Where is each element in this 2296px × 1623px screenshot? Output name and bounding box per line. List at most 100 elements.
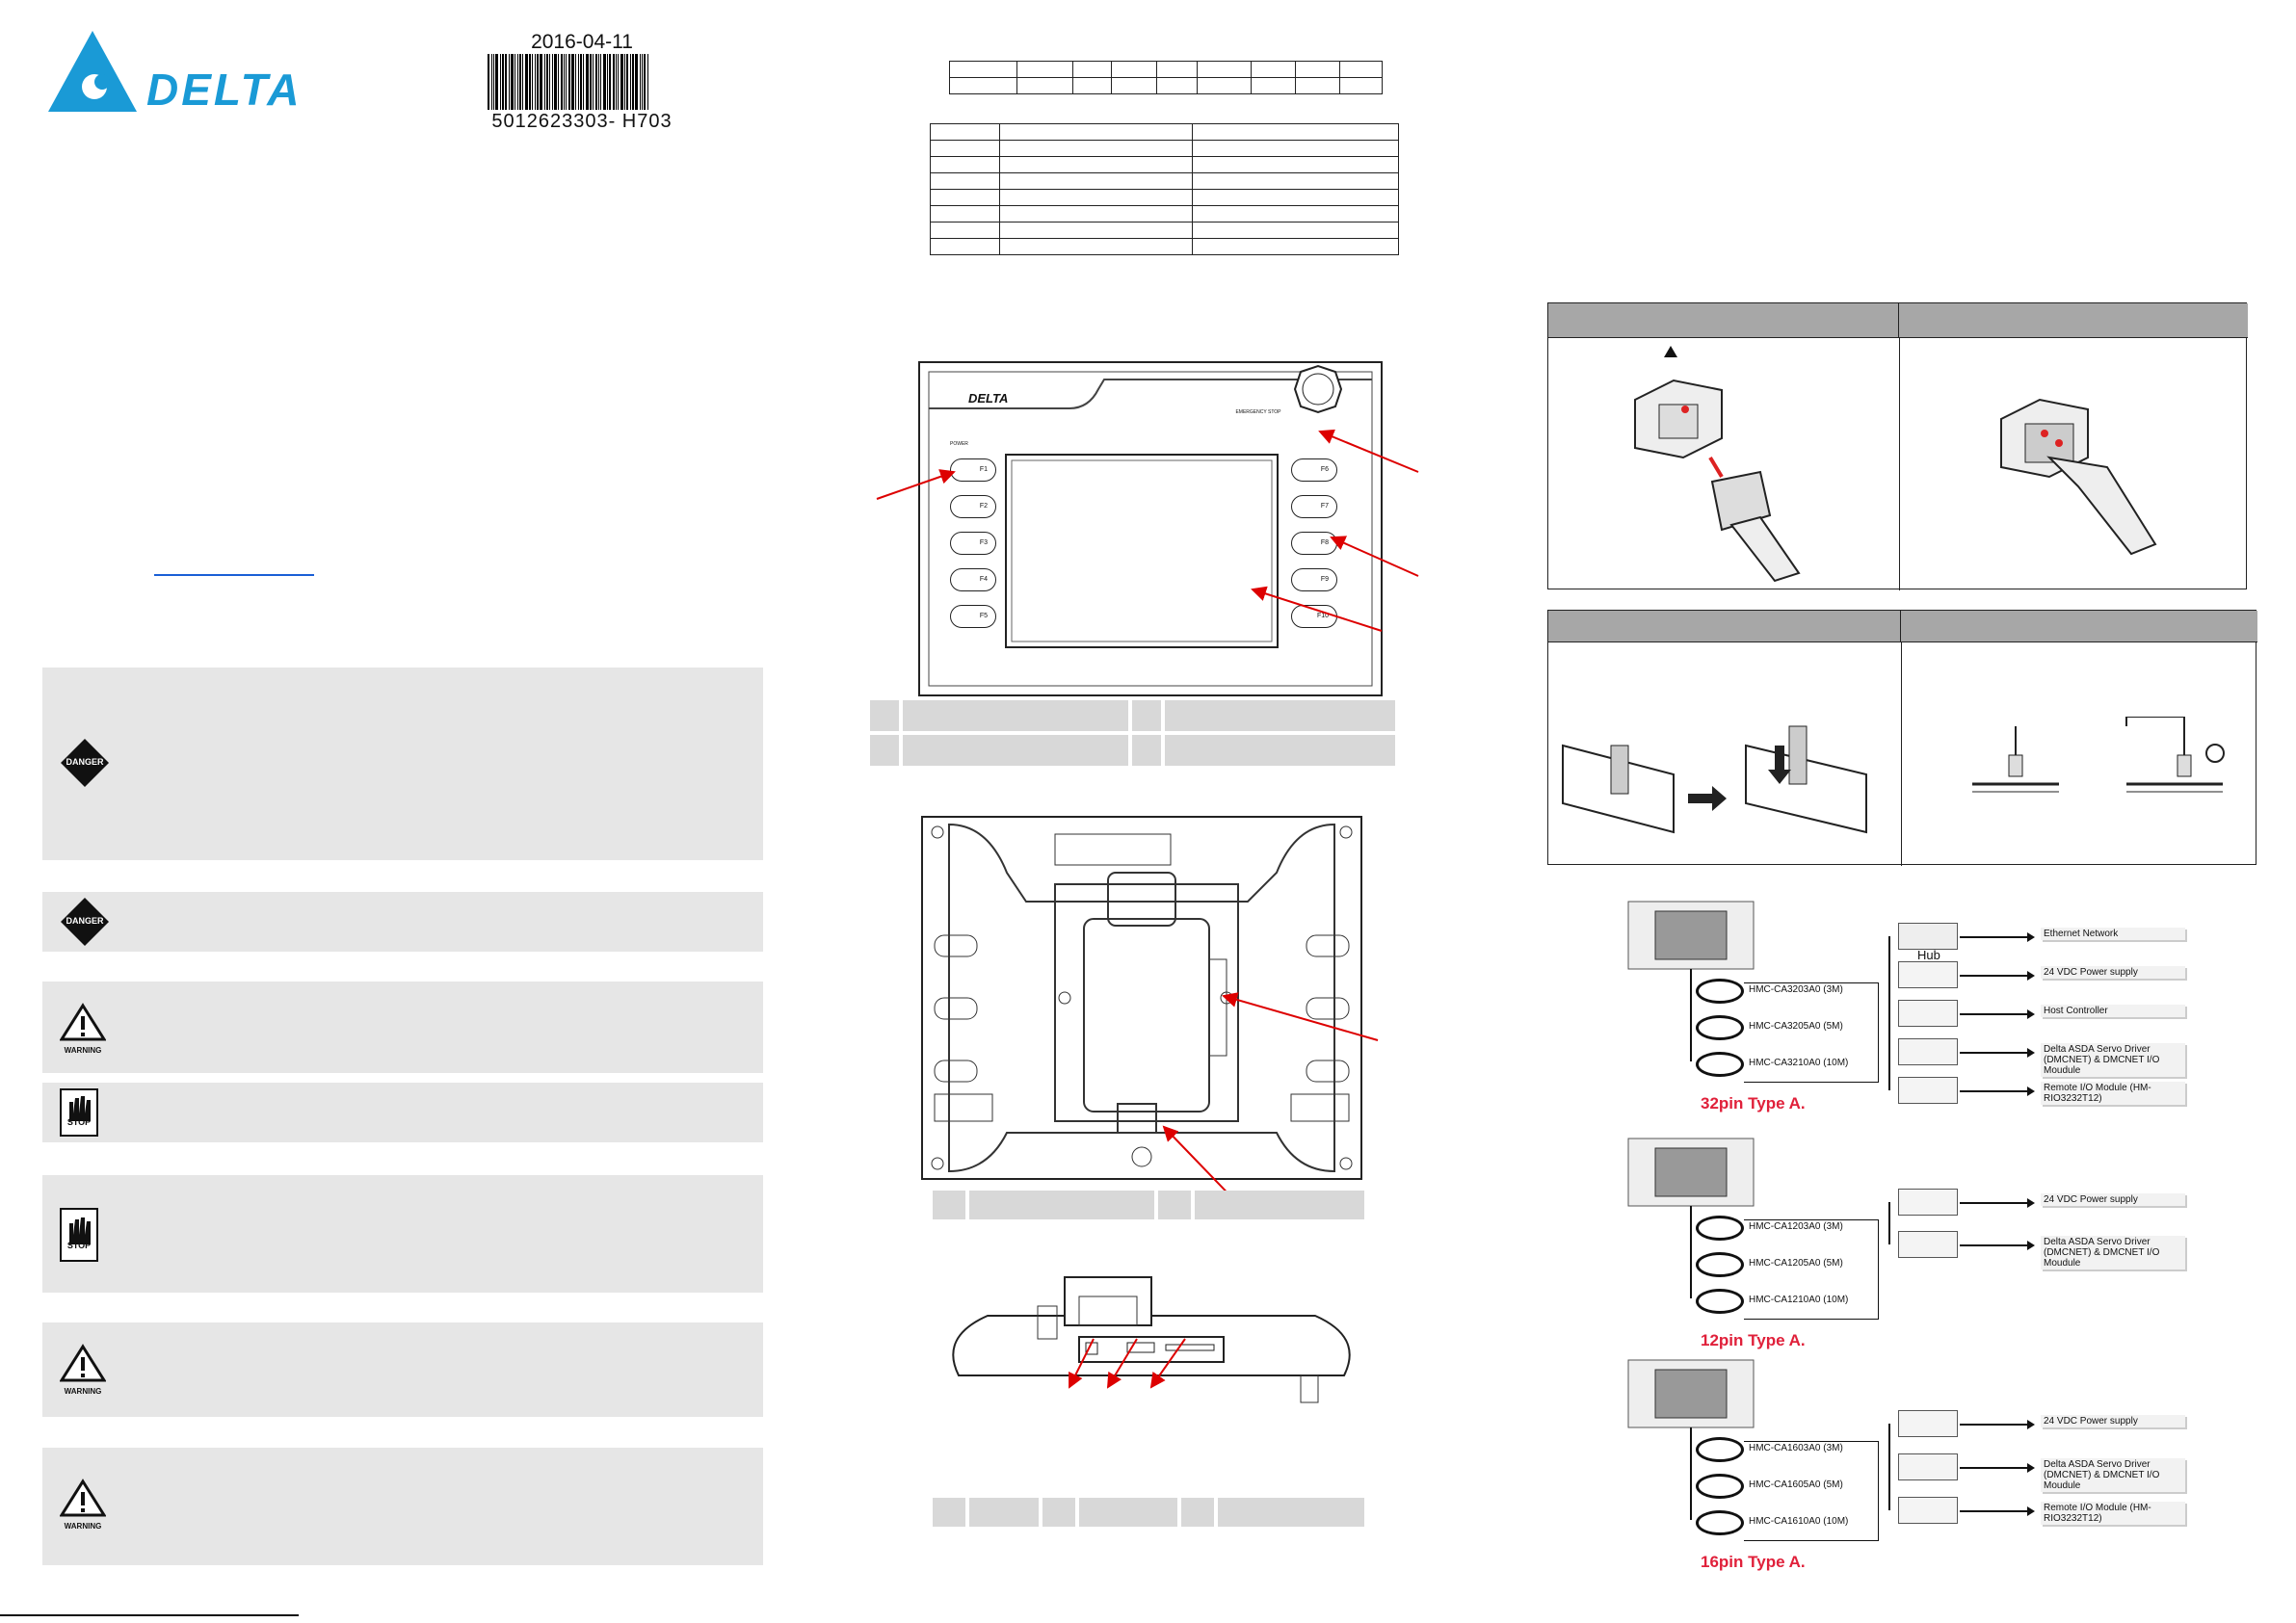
danger-icon: DANGER	[60, 897, 110, 952]
target-device-thumbnail	[1898, 1497, 1958, 1524]
cable-route-illustration	[1972, 717, 2225, 793]
target-device-thumbnail	[1898, 1410, 1958, 1437]
function-key-f3[interactable]: F3	[950, 532, 996, 555]
connector-insert-illustration	[1634, 379, 1801, 583]
target-label: 24 VDC Power supply	[2041, 966, 2185, 979]
barcode-bar	[630, 54, 631, 110]
target-label: Remote I/O Module (HM-RIO3232T12)	[2041, 1082, 2185, 1105]
barcode-bar	[595, 54, 597, 110]
barcode-bar	[624, 54, 625, 110]
arrow-head-icon	[2027, 1009, 2035, 1019]
cable-coil-icon	[1696, 979, 1744, 1004]
arrow-line	[1960, 1090, 2029, 1092]
barcode-bar	[517, 54, 518, 110]
target-label: Delta ASDA Servo Driver (DMCNET) & DMCNE…	[2041, 1043, 2185, 1077]
barcode-bar	[544, 54, 545, 110]
barcode-bar	[600, 54, 601, 110]
bottom-arrows	[1069, 1338, 1186, 1389]
barcode-bar	[561, 54, 563, 110]
warning-icon: WARNING	[59, 1003, 107, 1055]
cable-model-label: HMC-CA1605A0 (5M)	[1749, 1479, 1843, 1490]
function-key-f9[interactable]: F9	[1291, 568, 1337, 591]
barcode-bar	[566, 54, 567, 110]
danger-panel-1: DANGER	[42, 668, 763, 860]
target-device-thumbnail	[1898, 1231, 1958, 1258]
barcode-bar	[522, 54, 523, 110]
cable-model-label: HMC-CA3210A0 (10M)	[1749, 1058, 1849, 1068]
arrow-line	[1960, 1467, 2029, 1469]
barcode-bar	[509, 54, 510, 110]
website-link[interactable]	[154, 574, 314, 576]
pin-type-label: 16pin Type A.	[1701, 1553, 1806, 1571]
target-bus	[1888, 936, 1890, 1090]
barcode-bar	[616, 54, 617, 110]
barcode-bar	[644, 54, 646, 110]
barcode-bar	[613, 54, 615, 110]
arrow-head-icon	[2027, 932, 2035, 942]
barcode-bar	[532, 54, 533, 110]
target-device-thumbnail	[1898, 1453, 1958, 1480]
barcode-bar	[647, 54, 648, 110]
barcode-bar	[626, 54, 628, 110]
function-key-f8[interactable]: F8	[1291, 532, 1337, 555]
cable-model-label: HMC-CA1603A0 (3M)	[1749, 1443, 1843, 1453]
power-label: POWER	[950, 441, 968, 447]
target-label: Delta ASDA Servo Driver (DMCNET) & DMCNE…	[2041, 1458, 2185, 1492]
barcode-bar	[632, 54, 634, 110]
function-key-f5[interactable]: F5	[950, 605, 996, 628]
function-key-f6[interactable]: F6	[1291, 458, 1337, 482]
barcode-bar	[505, 54, 507, 110]
stop-hand-icon: STOP	[60, 1088, 98, 1141]
barcode-bar	[488, 54, 489, 110]
cable-mount-illustration	[1562, 725, 1867, 834]
barcode-bar	[603, 54, 606, 110]
barcode-bar	[552, 54, 553, 110]
diagram-lines	[1627, 1359, 1755, 1520]
warning-icon: WARNING	[59, 1479, 107, 1531]
target-label: Delta ASDA Servo Driver (DMCNET) & DMCNE…	[2041, 1236, 2185, 1270]
stop-panel-1: STOP	[42, 1083, 763, 1142]
cable-model-label: HMC-CA1205A0 (5M)	[1749, 1258, 1843, 1269]
target-label: Ethernet Network	[2041, 928, 2185, 940]
function-key-f2[interactable]: F2	[950, 495, 996, 518]
arrow-head-icon	[2027, 1086, 2035, 1096]
barcode-bar	[568, 54, 570, 110]
barcode-bar	[495, 54, 498, 110]
front-arrows	[876, 429, 1419, 632]
barcode-bar	[564, 54, 565, 110]
barcode-number: 5012623303- H703	[491, 111, 673, 132]
barcode-bar	[529, 54, 531, 110]
arrow-head-icon	[2027, 1241, 2035, 1250]
function-key-f7[interactable]: F7	[1291, 495, 1337, 518]
barcode-bar	[598, 54, 599, 110]
estop-label: EMERGENCY STOP	[1235, 409, 1281, 415]
cable-model-label: HMC-CA3205A0 (5M)	[1749, 1021, 1843, 1032]
connector-table-1	[1547, 302, 2248, 590]
barcode-bar	[583, 54, 584, 110]
arrow-head-icon	[2027, 1048, 2035, 1058]
warning-panel-1: WARNING	[42, 982, 763, 1073]
back-arrows	[1162, 992, 1379, 1210]
barcode-bar	[540, 54, 542, 110]
cable-bracket	[1744, 1219, 1879, 1320]
cable-model-label: HMC-CA1210A0 (10M)	[1749, 1295, 1849, 1305]
device-back-view	[920, 815, 1363, 1181]
connector-locked-illustration	[2000, 398, 2157, 556]
pin-type-label: 32pin Type A.	[1701, 1094, 1806, 1113]
target-label: Remote I/O Module (HM-RIO3232T12)	[2041, 1502, 2185, 1525]
hmi-screen	[1654, 1369, 1728, 1419]
diagram-lines	[1627, 1138, 1755, 1298]
function-key-f4[interactable]: F4	[950, 568, 996, 591]
barcode-bar	[525, 54, 528, 110]
barcode-bar	[607, 54, 608, 110]
pin-type-label: 12pin Type A.	[1701, 1331, 1806, 1349]
footer-rule	[0, 1614, 299, 1616]
barcode-bar	[609, 54, 611, 110]
target-device-thumbnail	[1898, 1077, 1958, 1104]
barcode-bar	[502, 54, 504, 110]
barcode-block: 2016-04-11 5012623303- H703	[488, 31, 676, 146]
cable-model-label: HMC-CA3203A0 (3M)	[1749, 984, 1843, 995]
triangle-marker-icon	[1664, 346, 1677, 357]
front-labels-table	[870, 700, 1395, 766]
